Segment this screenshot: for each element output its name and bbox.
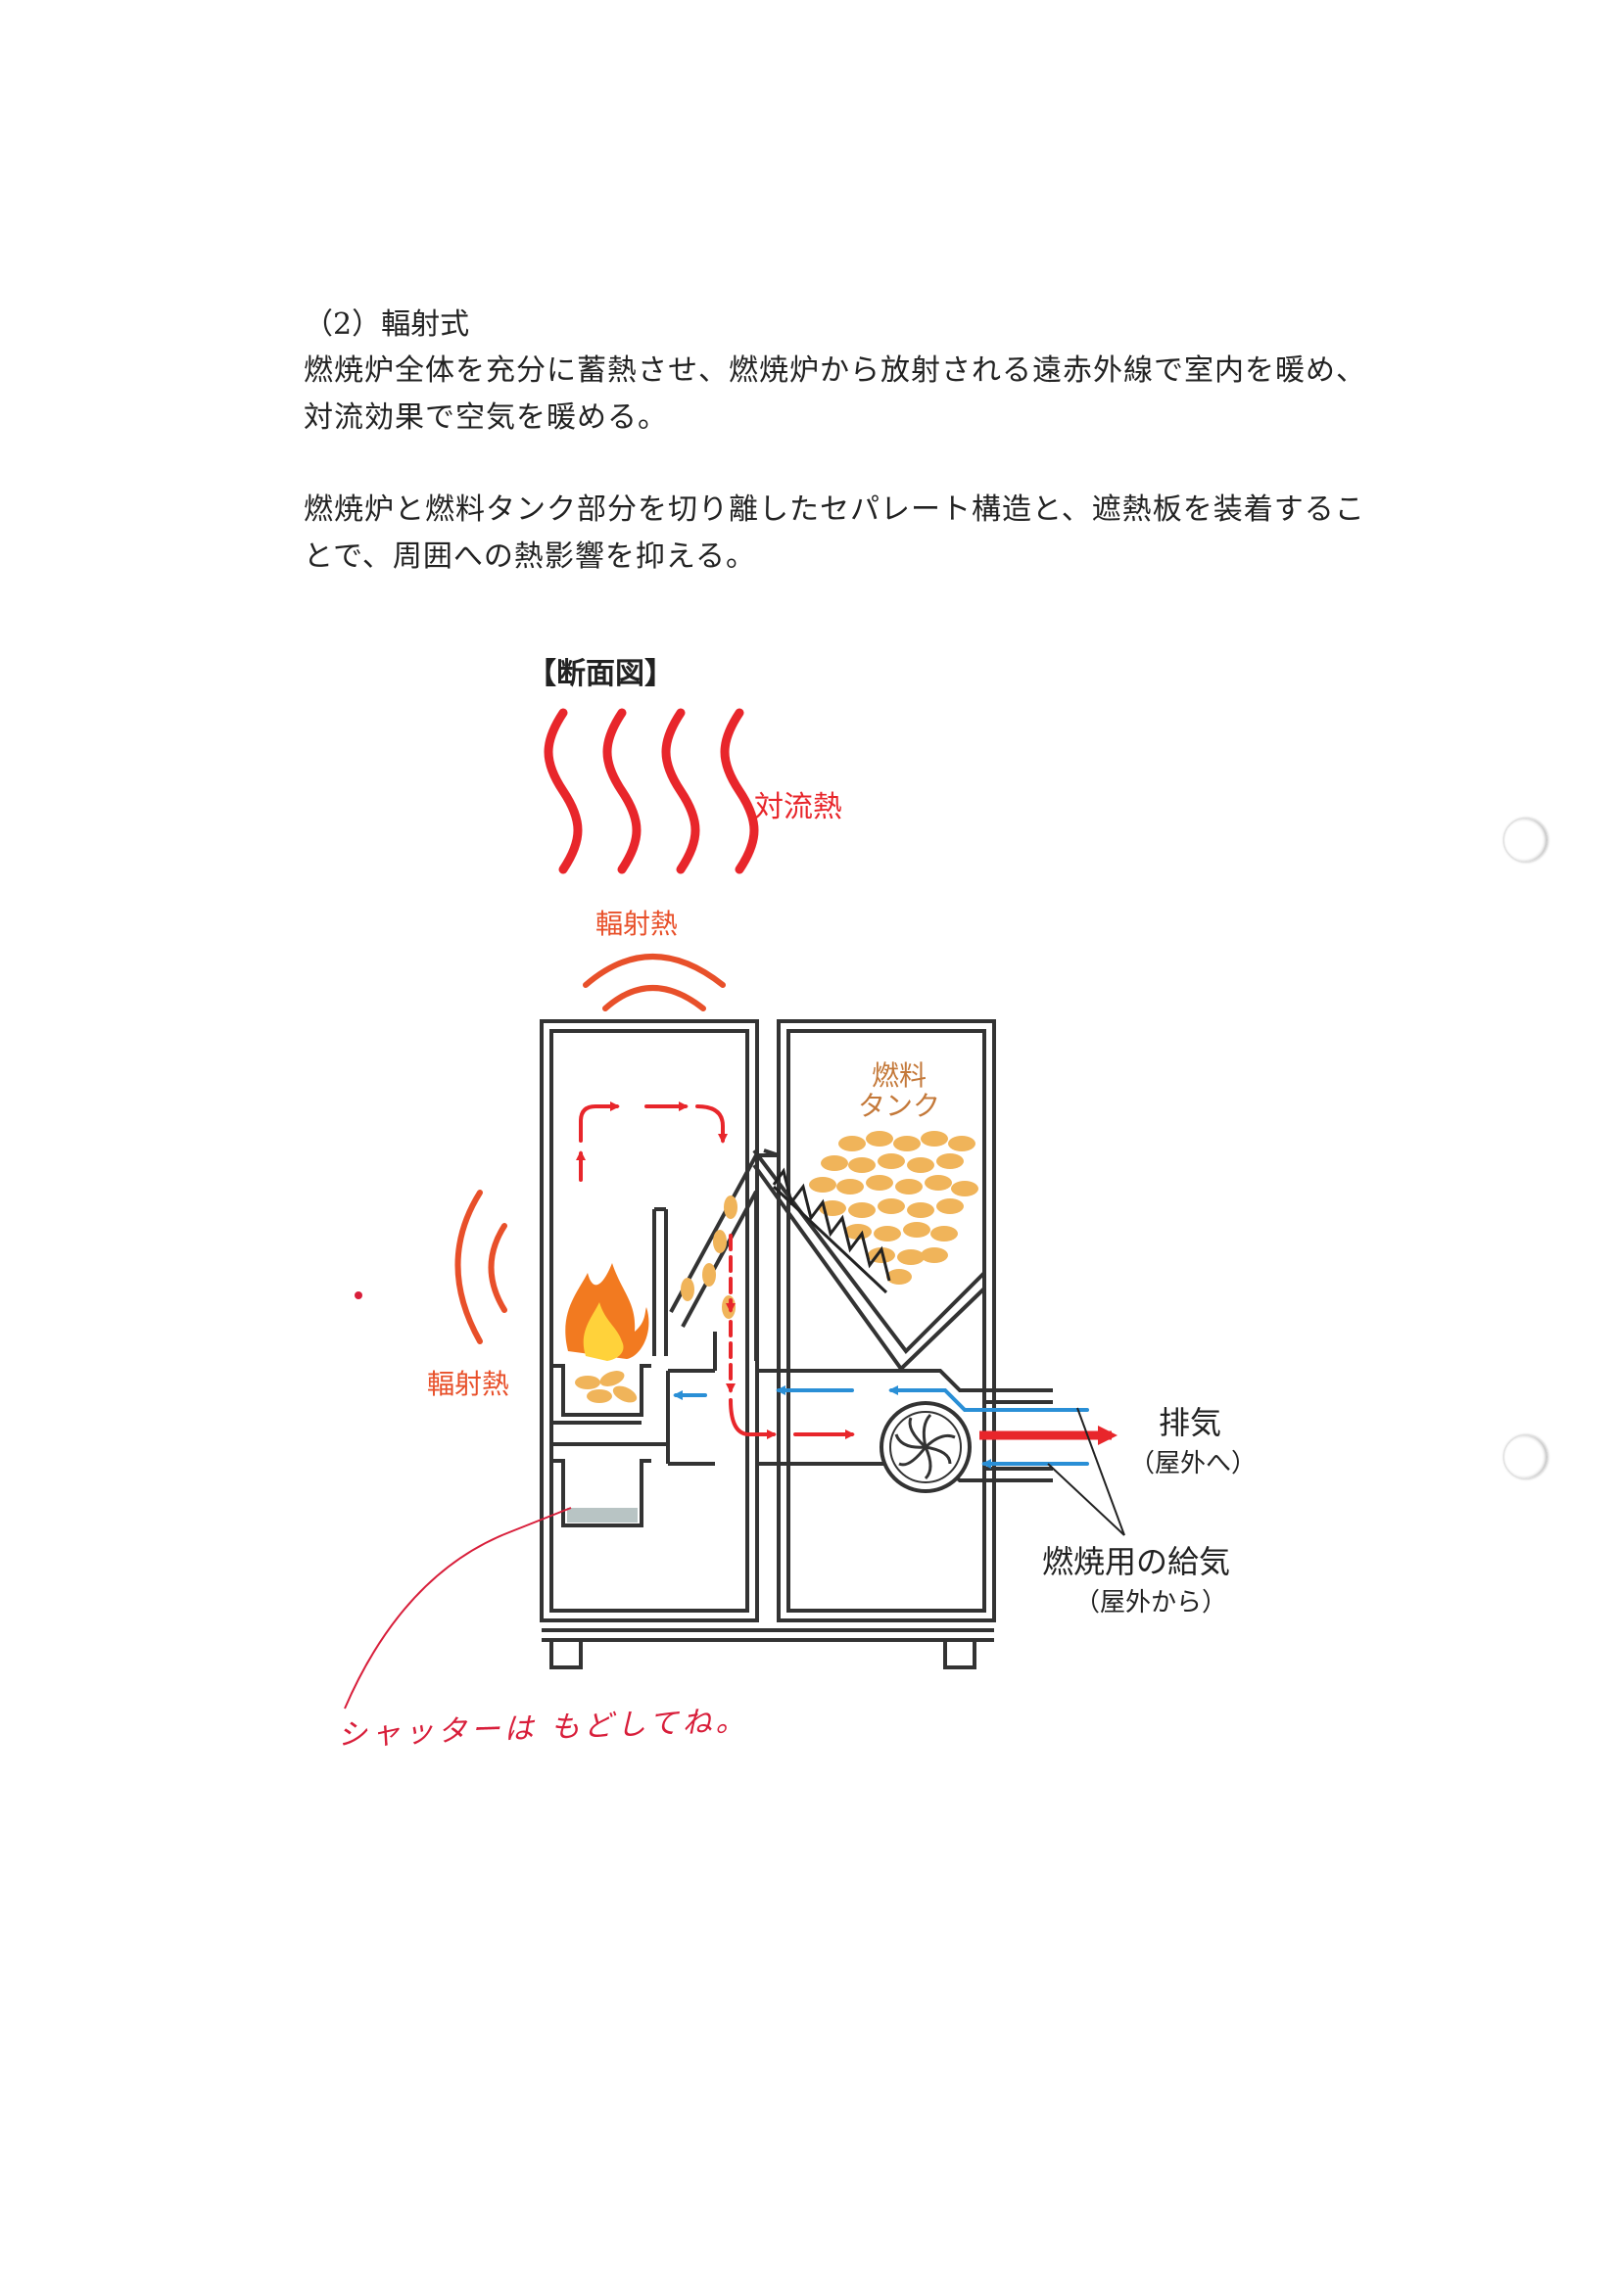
radiant-heat-side-arcs (454, 1190, 507, 1344)
exhaust-fan-icon (880, 1401, 972, 1493)
burn-pot (551, 1364, 651, 1425)
burning-pellets (575, 1371, 638, 1403)
auger-screw (772, 1167, 891, 1294)
paragraph-radiant-description: 燃焼炉全体を充分に蓄熱させ、燃焼炉から放射される遠赤外線で室内を暖め、対流効果で… (304, 353, 1366, 435)
internal-baffle (652, 1148, 780, 1361)
convection-heat-label: 対流熱 (754, 790, 842, 824)
ash-pan (553, 1459, 651, 1527)
intake-sub-label: （屋外から） (1074, 1588, 1227, 1617)
exhaust-sub-label: （屋外へ） (1129, 1449, 1257, 1478)
hot-air-flow-arrows (576, 1101, 855, 1439)
flame-icon (565, 1263, 649, 1361)
intake-label: 燃焼用の給気 (1042, 1543, 1230, 1580)
punch-hole-top (1503, 818, 1548, 863)
paragraph-separate-structure: 燃焼炉と燃料タンク部分を切り離したセパレート構造と、遮熱板を装着することで、周囲… (304, 492, 1365, 574)
handwritten-note: シャッターは もどしてね。 (337, 1704, 749, 1753)
fuel-tank-label-line1: 燃料 (872, 1059, 927, 1092)
punch-hole-bottom (1503, 1434, 1548, 1479)
ink-dot (355, 1291, 362, 1299)
radiant-heat-top-label: 輻射熱 (595, 908, 678, 940)
handwritten-pointer-line (344, 1507, 572, 1710)
diagram-title: 【断面図】 (527, 657, 674, 691)
radiant-heat-top-arcs (583, 954, 726, 1011)
section-heading: （2）輻射式 (304, 307, 470, 342)
fuel-tank-label-line2: タンク (858, 1090, 940, 1122)
intake-air-flow-arrows (673, 1385, 1089, 1469)
exhaust-label: 排気 (1159, 1404, 1221, 1441)
convection-heat-waves (544, 708, 759, 874)
intake-leader-lines (1047, 1407, 1125, 1536)
radiant-heat-side-label: 輻射熱 (427, 1368, 509, 1400)
